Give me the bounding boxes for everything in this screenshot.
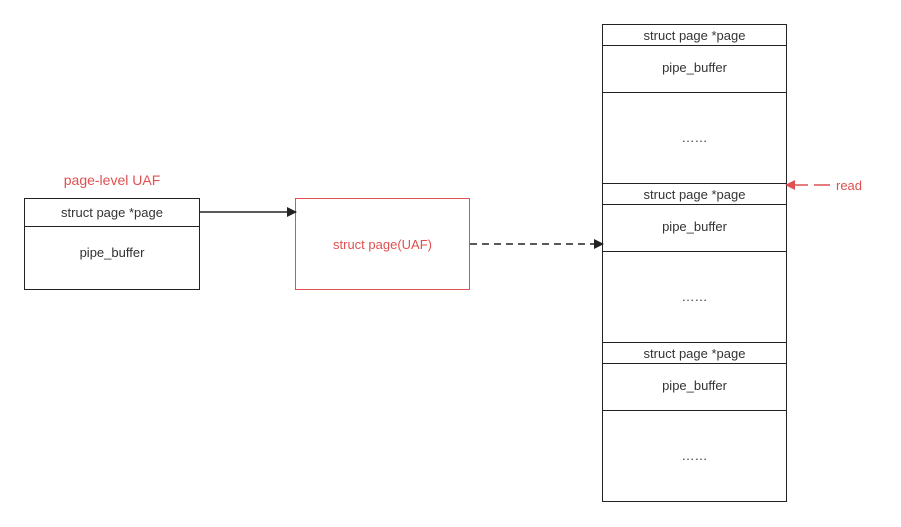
section3-top-divider bbox=[602, 342, 787, 343]
section2-body: pipe_buffer bbox=[662, 219, 727, 234]
section2-header-divider bbox=[602, 204, 787, 205]
read-label: read bbox=[836, 178, 863, 193]
left-body: pipe_buffer bbox=[79, 245, 145, 260]
section2-body-divider bbox=[602, 251, 787, 252]
left-divider bbox=[24, 226, 200, 227]
section3-body-divider bbox=[602, 410, 787, 411]
left-header: struct page *page bbox=[61, 205, 163, 220]
pipe-buffer-array bbox=[602, 24, 787, 502]
section1-header: struct page *page bbox=[643, 28, 746, 43]
section1-ellipsis: …… bbox=[681, 130, 708, 145]
section2-header: struct page *page bbox=[643, 187, 746, 202]
section1-body-divider bbox=[602, 92, 787, 93]
uaf-page-label: struct page(UAF) bbox=[333, 237, 432, 252]
section2-ellipsis: …… bbox=[681, 289, 708, 304]
left-pipe-buffer-block bbox=[24, 198, 200, 290]
section3-header: struct page *page bbox=[643, 346, 746, 361]
uaf-page-block bbox=[295, 198, 470, 290]
section3-header-divider bbox=[602, 363, 787, 364]
section2-top-divider bbox=[602, 183, 787, 184]
section1-body: pipe_buffer bbox=[662, 60, 727, 75]
section3-body: pipe_buffer bbox=[662, 378, 727, 393]
section3-ellipsis: …… bbox=[681, 448, 708, 463]
left-title: page-level UAF bbox=[63, 172, 161, 188]
section1-header-divider bbox=[602, 45, 787, 46]
